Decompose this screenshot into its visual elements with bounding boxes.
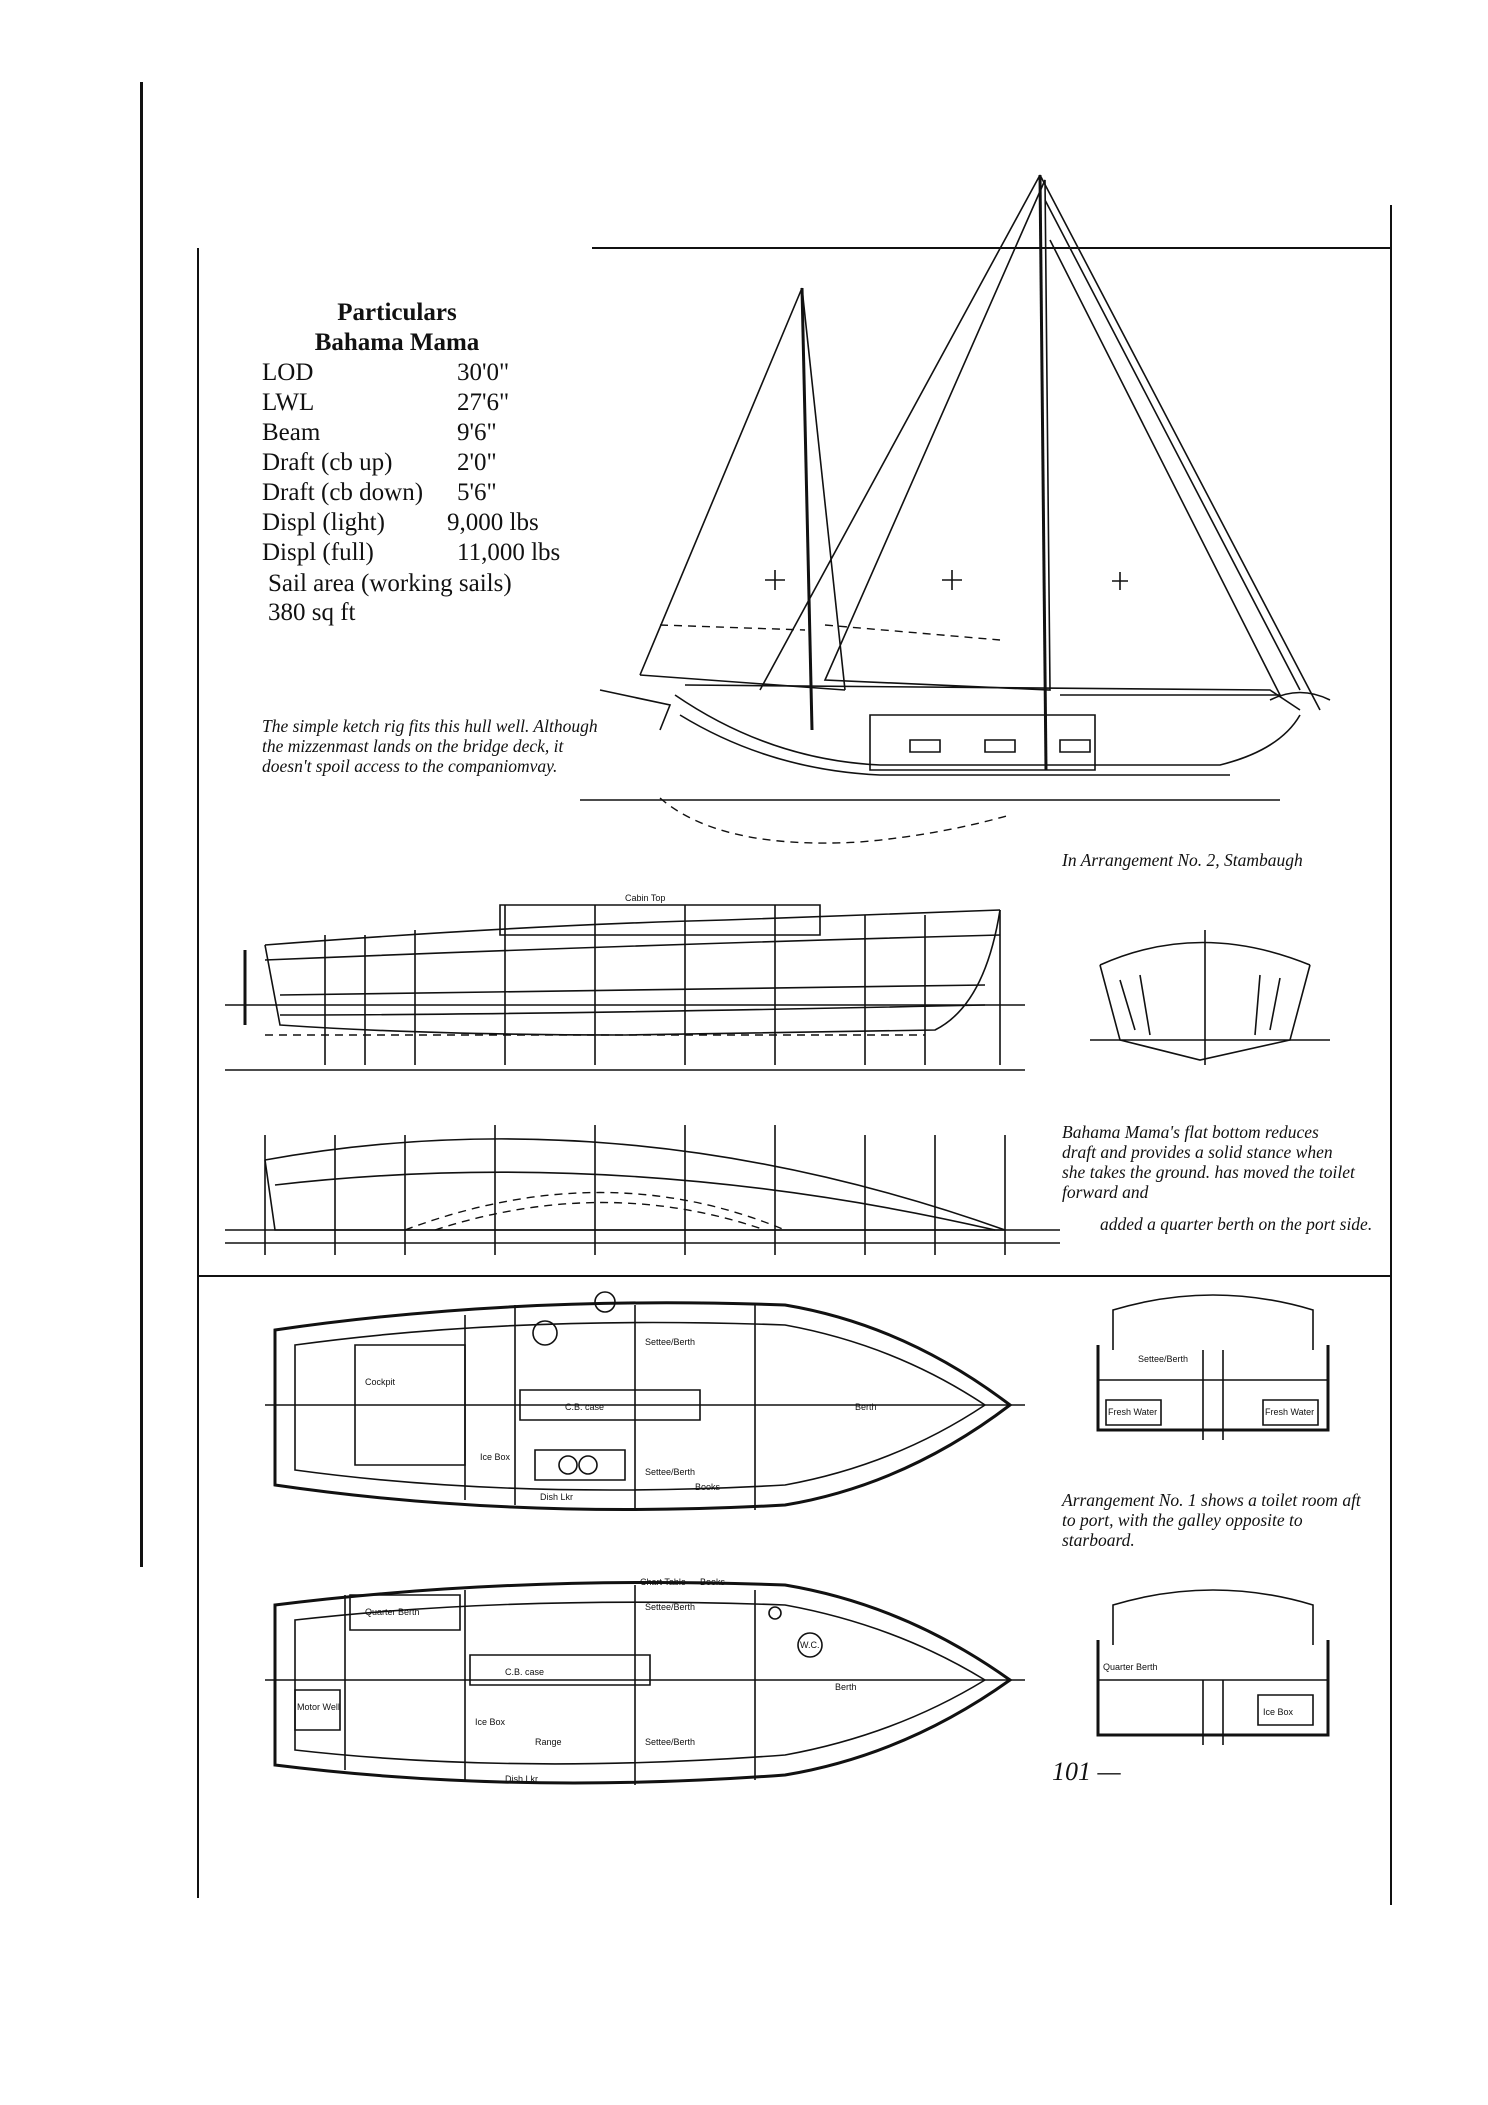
berth-label: Berth xyxy=(855,1402,877,1412)
page-number: 101 — xyxy=(1052,1757,1121,1786)
mainmast xyxy=(1040,175,1046,770)
spec-value: 9,000 lbs xyxy=(447,509,539,536)
water-tank-label: Fresh Water xyxy=(1108,1407,1157,1417)
cabin-top-label: Cabin Top xyxy=(625,893,665,903)
settee-berth-label: Settee/Berth xyxy=(1138,1354,1188,1364)
chart-table-label: Chart Table xyxy=(640,1577,686,1587)
section-view-1: Settee/Berth Fresh Water Fresh Water xyxy=(1078,1290,1348,1450)
wc-label: W.C. xyxy=(800,1640,820,1650)
sail-area-value: 380 sq ft xyxy=(268,599,356,626)
range-label: Range xyxy=(535,1737,562,1747)
flat-bottom-caption: Bahama Mama's flat bottom reduces draft … xyxy=(1062,1122,1355,1202)
spec-value: 27'6" xyxy=(457,389,510,416)
cb-case-label: C.B. case xyxy=(505,1667,544,1677)
top-divider xyxy=(592,247,1392,249)
left-margin-rule xyxy=(140,82,143,1567)
spec-row: Displ (light) 9,000 lbs xyxy=(262,508,592,538)
settee-berth-label: Settee/Berth xyxy=(645,1737,695,1747)
spec-label: Displ (full) xyxy=(262,539,374,566)
settee-berth-label: Settee/Berth xyxy=(645,1337,695,1347)
quarter-berth-label: Quarter Berth xyxy=(1103,1662,1158,1672)
books-label: Books xyxy=(695,1482,721,1492)
half-breadth-drawing xyxy=(225,1095,1060,1270)
cb-case-label: C.B. case xyxy=(565,1402,604,1412)
middle-divider xyxy=(199,1275,1390,1277)
ice-box-label: Ice Box xyxy=(1263,1707,1294,1717)
berth-label: Berth xyxy=(835,1682,857,1692)
spec-label: LWL xyxy=(262,389,315,416)
spec-label: Draft (cb up) xyxy=(262,449,393,476)
spec-value: 9'6" xyxy=(457,419,497,446)
arrangement-2-caption: In Arrangement No. 2, Stambaugh xyxy=(1062,850,1303,870)
spec-row: LOD 30'0" xyxy=(262,358,592,388)
spec-row: Beam 9'6" xyxy=(262,418,592,448)
spec-label: Beam xyxy=(262,419,321,446)
sail-plan-drawing xyxy=(580,170,1350,860)
books-label: Books xyxy=(700,1577,726,1587)
spec-label: Displ (light) xyxy=(262,509,385,536)
quarter-berth-label: Quarter Berth xyxy=(365,1607,420,1617)
ice-box-label: Ice Box xyxy=(475,1717,506,1727)
spec-value: 30'0" xyxy=(457,359,510,386)
section-view-2: Quarter Berth Ice Box xyxy=(1078,1585,1348,1755)
body-plan-drawing xyxy=(1080,920,1340,1070)
arrangement-1-plan: Cockpit Settee/Berth Settee/Berth Berth … xyxy=(265,1285,1025,1535)
boat-name: Bahama Mama xyxy=(314,329,480,356)
settee-berth-label: Settee/Berth xyxy=(645,1602,695,1612)
profile-lines-drawing: Cabin Top xyxy=(225,893,1025,1075)
cabin-trunk xyxy=(870,715,1095,770)
spec-value: 5'6" xyxy=(457,479,497,506)
flat-bottom-caption-cont: added a quarter berth on the port side. xyxy=(1100,1214,1373,1234)
rig-caption: The simple ketch rig fits this hull well… xyxy=(262,716,598,776)
right-margin-rule xyxy=(1390,205,1392,1905)
inner-left-rule xyxy=(197,248,199,1898)
spec-row: LWL 27'6" xyxy=(262,388,592,418)
motor-well-label: Motor Well xyxy=(297,1702,340,1712)
spec-label: Draft (cb down) xyxy=(262,479,424,506)
particulars-block: Particulars Bahama Mama LOD 30'0" LWL 27'6… xyxy=(262,298,592,626)
particulars-heading: Particulars xyxy=(337,299,457,326)
dish-locker-label: Dish Lkr xyxy=(505,1774,538,1784)
spec-row: Displ (full) 11,000 lbs xyxy=(262,538,592,568)
spec-value: 2'0" xyxy=(457,449,497,476)
spec-value: 11,000 lbs xyxy=(457,539,561,566)
spec-label: LOD xyxy=(262,359,314,386)
arrangement-1-caption: Arrangement No. 1 shows a toilet room af… xyxy=(1062,1490,1361,1550)
mizzenmast xyxy=(802,288,812,730)
ice-box-label: Ice Box xyxy=(480,1452,511,1462)
spec-row: Draft (cb up) 2'0" xyxy=(262,448,592,478)
cockpit-label: Cockpit xyxy=(365,1377,396,1387)
spec-row: Draft (cb down) 5'6" xyxy=(262,478,592,508)
arrangement-2-plan: Quarter Berth Settee/Berth Settee/Berth … xyxy=(265,1577,1025,1800)
water-tank-label: Fresh Water xyxy=(1265,1407,1314,1417)
sail-area-label: Sail area (working sails) xyxy=(268,570,512,597)
dish-locker-label: Dish Lkr xyxy=(540,1492,573,1502)
settee-berth-label: Settee/Berth xyxy=(645,1467,695,1477)
